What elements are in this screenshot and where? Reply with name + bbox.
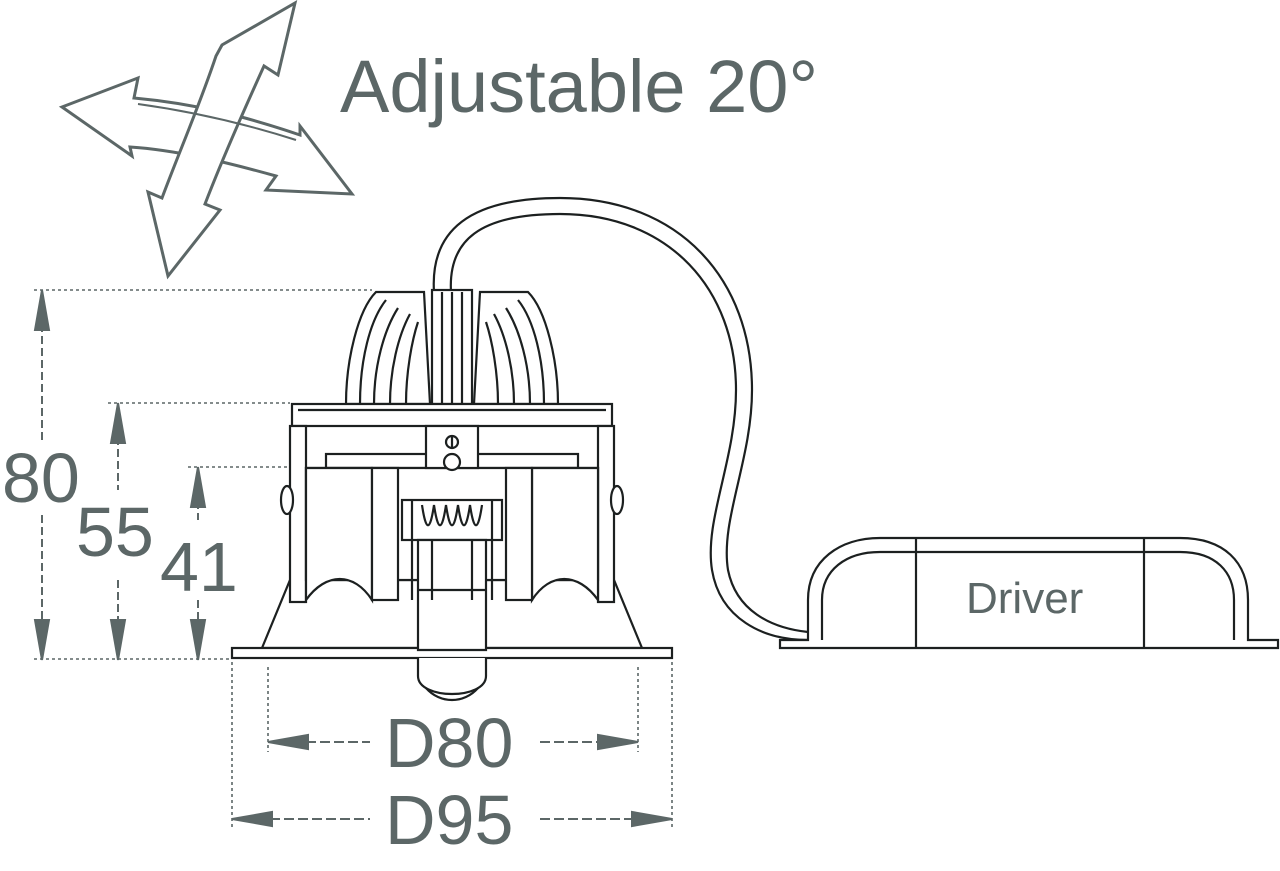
height-total-label: 80 [2,439,80,517]
diameter-inner-label: D80 [381,708,518,778]
vertical-dimension-lines [33,289,207,661]
height-low-label: 41 [160,528,238,606]
height-mid-label: 55 [76,493,154,571]
diagram-title: Adjustable 20° [340,45,819,128]
lamp-body [230,402,674,701]
driver-cable [432,196,809,642]
horizontal-dimension-lines [231,733,673,828]
diameter-outer-label: D95 [381,785,518,855]
adjustable-arrows-icon [58,0,356,280]
driver-label: Driver [966,574,1084,623]
heat-sink [344,288,560,406]
driver-box [778,536,1280,650]
